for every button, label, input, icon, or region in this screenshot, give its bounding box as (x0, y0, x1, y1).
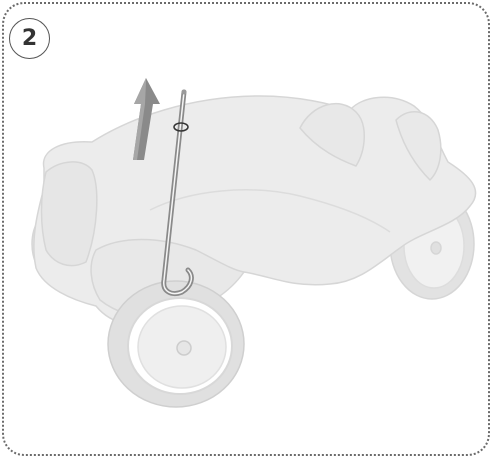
front-wheel (108, 281, 244, 407)
toy-car-icon (32, 96, 476, 407)
front-grille (42, 162, 97, 266)
